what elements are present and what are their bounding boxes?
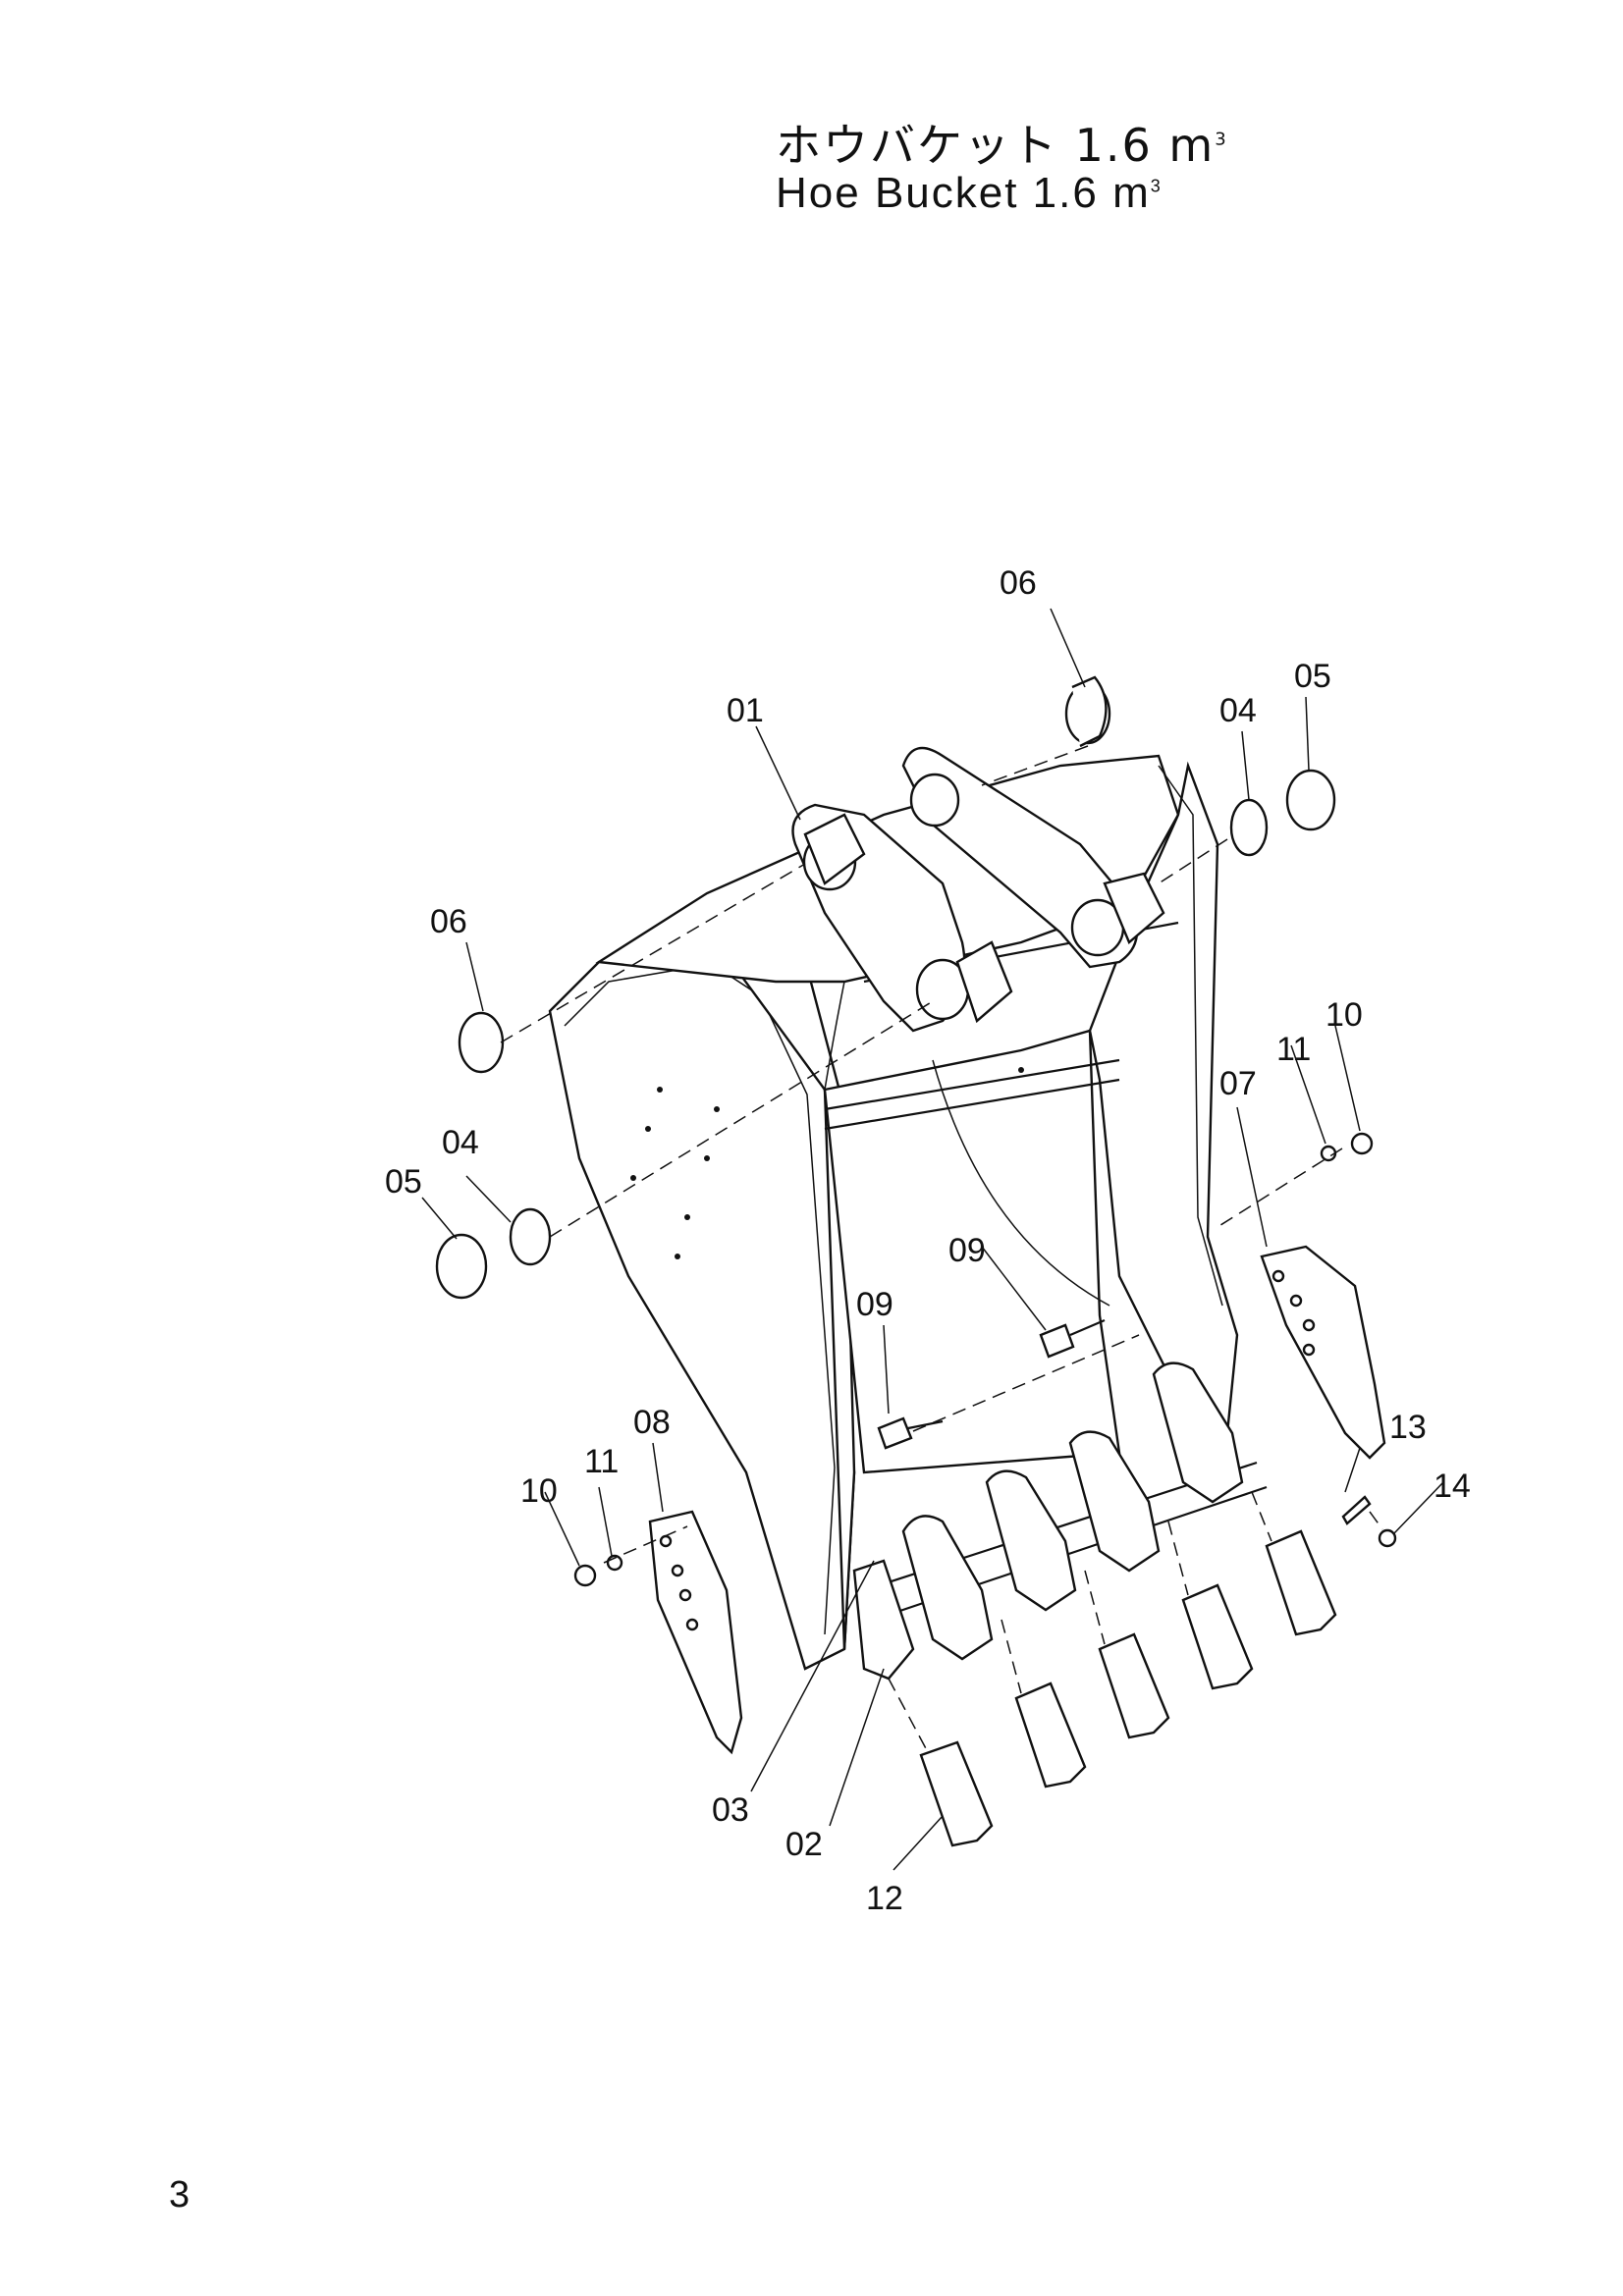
callout-07: 07 — [1219, 1065, 1257, 1102]
callout-11-right: 11 — [1276, 1031, 1311, 1068]
callout-01: 01 — [727, 692, 764, 729]
tooth-points — [919, 1529, 1337, 1847]
callout-09-center: 09 — [948, 1232, 986, 1269]
callout-13: 13 — [1389, 1409, 1427, 1446]
bushings — [435, 675, 1336, 1300]
callout-labels: 01 02 03 04 04 05 05 06 06 07 08 09 09 1… — [385, 564, 1471, 1917]
tooth-adapters — [852, 1362, 1268, 1681]
callout-08: 08 — [633, 1404, 671, 1441]
callout-05-left: 05 — [385, 1163, 422, 1201]
title-japanese: ホウバケット 1.6 m3 — [776, 119, 1228, 172]
callout-04-left: 04 — [442, 1124, 479, 1161]
bucket-body — [548, 754, 1239, 1671]
page-number: 3 — [169, 2174, 190, 2216]
callout-14: 14 — [1434, 1468, 1471, 1505]
callout-06-left: 06 — [430, 903, 467, 940]
title-english: Hoe Bucket 1.6 m3 — [776, 169, 1163, 217]
callout-02: 02 — [785, 1826, 823, 1863]
side-cutter-07 — [1260, 1245, 1386, 1460]
callout-06-top: 06 — [1000, 564, 1037, 602]
callout-11-left: 11 — [584, 1443, 619, 1480]
callout-03: 03 — [712, 1791, 749, 1829]
callout-04-right: 04 — [1219, 692, 1257, 729]
side-cutter-08 — [648, 1510, 743, 1755]
callout-10-left: 10 — [520, 1472, 558, 1510]
mounting-brackets — [791, 746, 1165, 1033]
callout-10-right: 10 — [1325, 996, 1363, 1034]
callout-05-right: 05 — [1294, 658, 1331, 695]
leader-lines — [421, 608, 1444, 1871]
callout-09-left: 09 — [856, 1286, 893, 1323]
fasteners — [573, 1132, 1397, 1587]
callout-12: 12 — [866, 1880, 903, 1917]
